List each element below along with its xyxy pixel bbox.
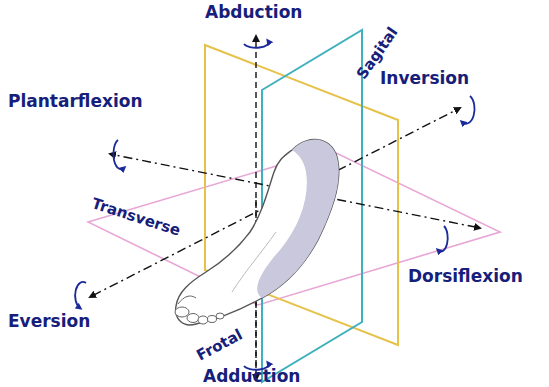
motion-label: Eversion (8, 313, 90, 330)
motion-label: Dorsiflexion (408, 268, 523, 285)
motion-label: Inversion (380, 70, 469, 87)
motion-label: Plantarflexion (8, 93, 143, 110)
foot (175, 140, 339, 325)
motion-label: Adduction (203, 368, 300, 385)
plane-label: Frotal (194, 327, 245, 363)
motion-label: Abduction (205, 4, 302, 21)
